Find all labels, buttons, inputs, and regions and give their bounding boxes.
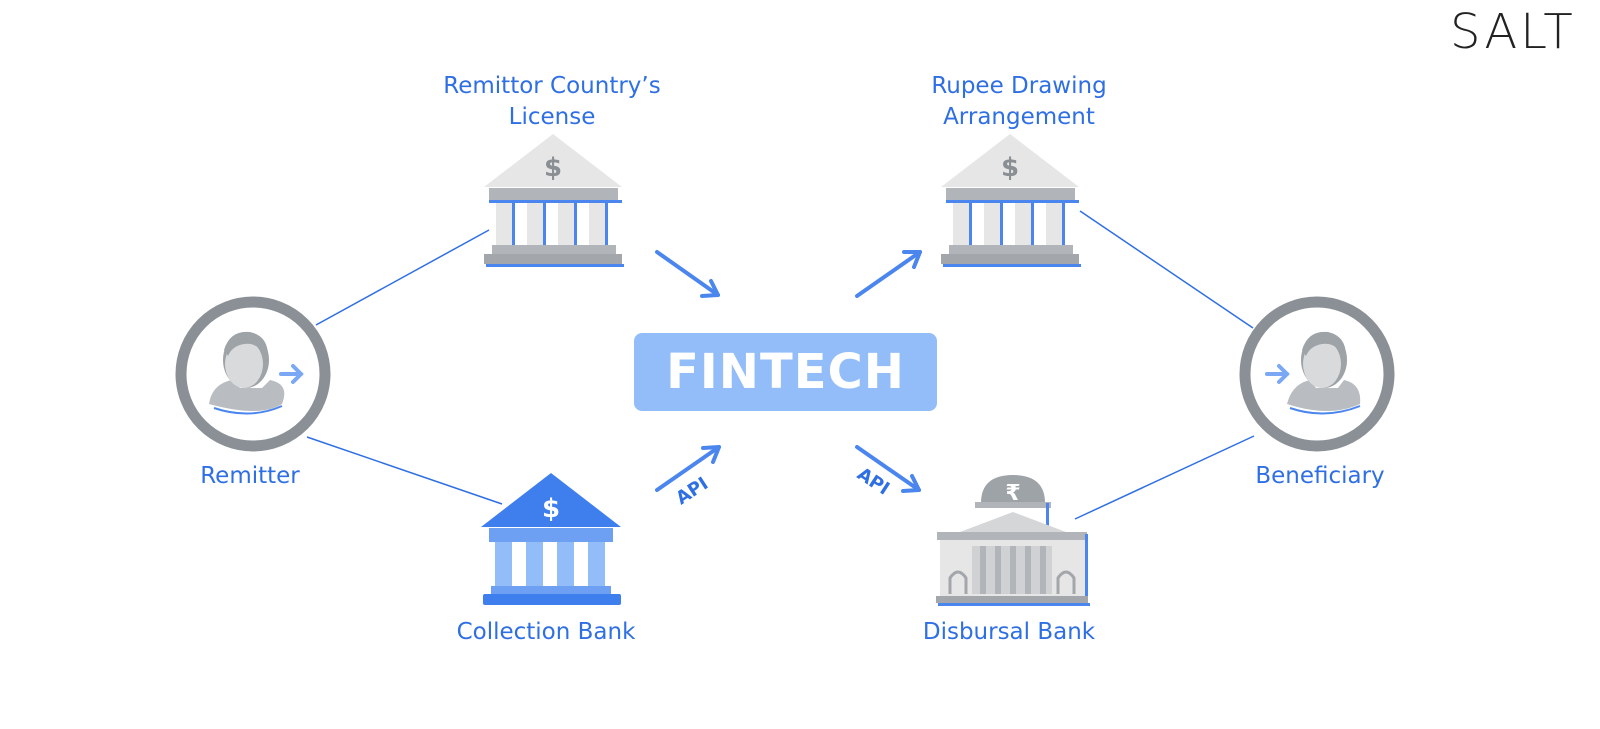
line-remitter-collection: [306, 436, 503, 505]
salt-logo: SALT: [1450, 4, 1576, 60]
remitter-icon: [175, 296, 331, 452]
license-label-line1: Remittor Country’s: [443, 73, 661, 99]
dollar-symbol: $: [542, 494, 560, 524]
disbursal-bank-icon: ₹: [936, 475, 1090, 606]
rupee-symbol: ₹: [1005, 481, 1020, 506]
fintech-box: FINTECH: [634, 333, 937, 411]
dollar-symbol: $: [1001, 153, 1019, 183]
collection-bank-icon: $: [481, 473, 621, 605]
line-remitter-license: [315, 229, 490, 326]
license-label-line2: License: [508, 104, 596, 130]
beneficiary-label: Beneficiary: [1255, 463, 1385, 489]
dollar-symbol: $: [544, 153, 562, 183]
rda-label: Rupee Drawing Arrangement: [869, 71, 1169, 133]
collection-bank-label: Collection Bank: [456, 619, 636, 645]
rda-bank-icon: $: [941, 134, 1081, 267]
remitter-label: Remitter: [200, 463, 300, 489]
license-bank-icon: $: [484, 134, 624, 267]
api-label-left: API: [672, 473, 712, 509]
line-rda-beneficiary: [1079, 210, 1254, 329]
license-label: Remittor Country’s License: [402, 71, 702, 133]
disbursal-bank-label: Disbursal Bank: [922, 619, 1096, 645]
beneficiary-icon: [1239, 296, 1395, 452]
arrow-collection-to-fintech: [655, 445, 721, 492]
arrow-fintech-to-rda: [855, 250, 922, 298]
arrow-license-to-fintech: [655, 250, 720, 298]
rda-label-line1: Rupee Drawing: [931, 73, 1107, 99]
rda-label-line2: Arrangement: [943, 104, 1095, 130]
line-disbursal-beneficiary: [1074, 435, 1255, 520]
arrow-fintech-to-disbursal: [855, 445, 921, 493]
